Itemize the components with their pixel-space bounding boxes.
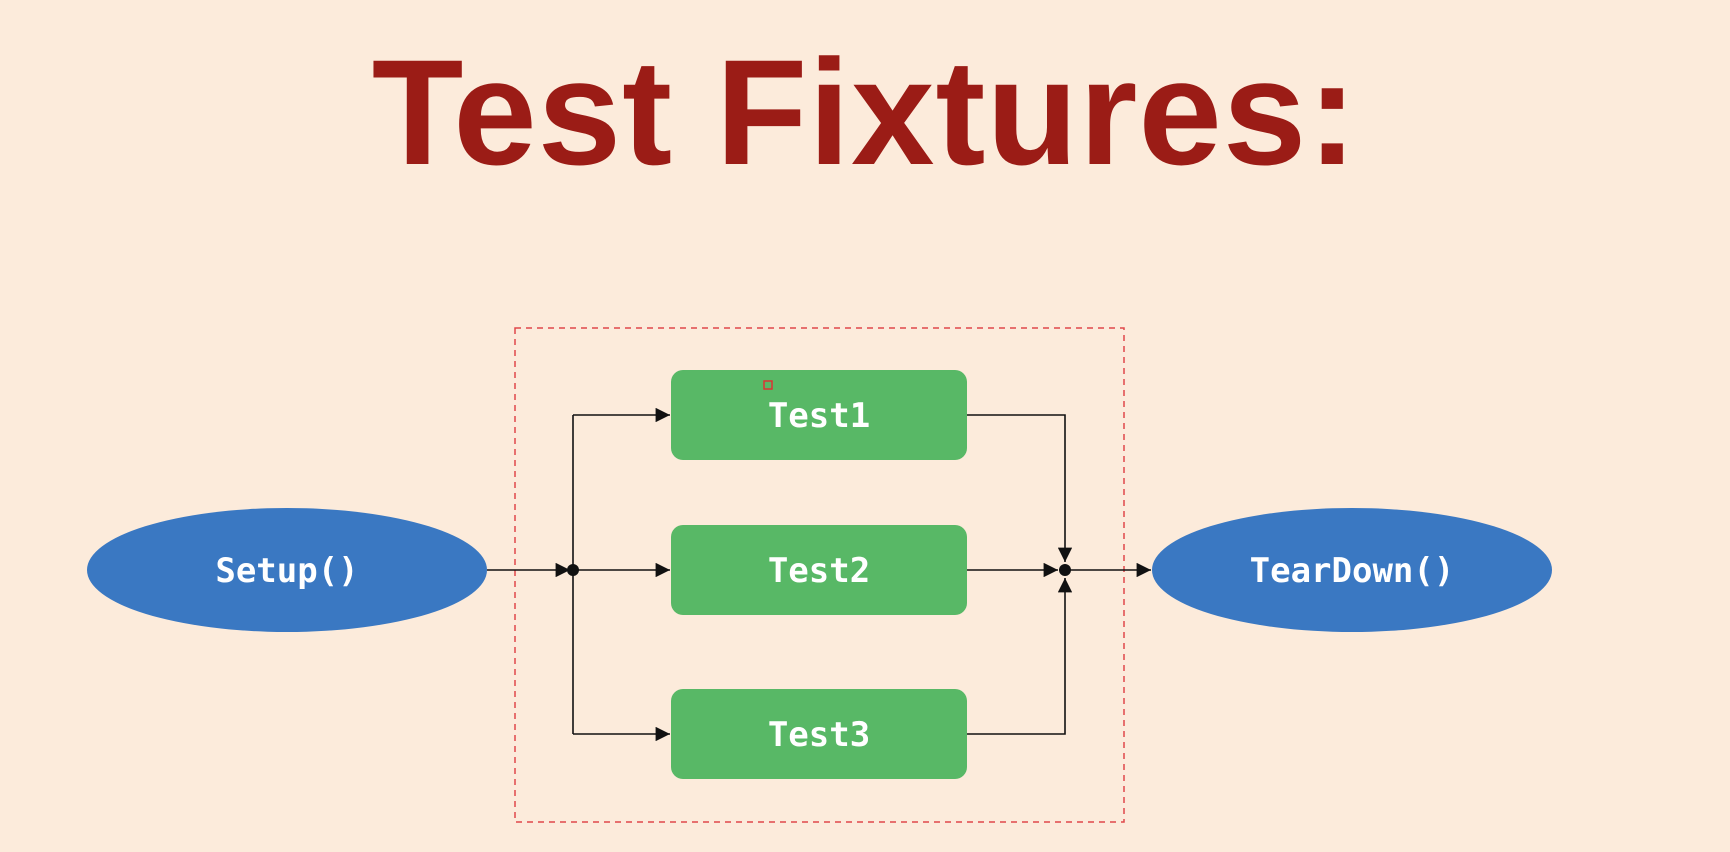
fork-node-dot xyxy=(567,564,579,576)
setup-label: Setup() xyxy=(215,551,358,591)
setup-node: Setup() xyxy=(87,508,487,632)
cursor-marker-icon xyxy=(763,380,773,390)
test1-label: Test1 xyxy=(768,396,870,436)
edge-test1-to-join xyxy=(967,414,1073,562)
edges xyxy=(487,407,1151,742)
test1-box xyxy=(671,370,967,460)
setup-ellipse xyxy=(87,508,487,632)
test1-node: Test1 xyxy=(671,370,967,460)
teardown-ellipse xyxy=(1152,508,1552,632)
teardown-node: TearDown() xyxy=(1152,508,1552,632)
teardown-label: TearDown() xyxy=(1250,551,1455,591)
test2-label: Test2 xyxy=(768,551,870,591)
edge-test3-to-join xyxy=(967,578,1073,735)
test-group-border xyxy=(514,327,1125,823)
page-title: Test Fixtures: xyxy=(371,28,1359,196)
test3-node: Test3 xyxy=(671,689,967,779)
test2-node: Test2 xyxy=(671,525,967,615)
test3-label: Test3 xyxy=(768,715,870,755)
test3-box xyxy=(671,689,967,779)
test2-box xyxy=(671,525,967,615)
join-node-dot xyxy=(1059,564,1071,576)
